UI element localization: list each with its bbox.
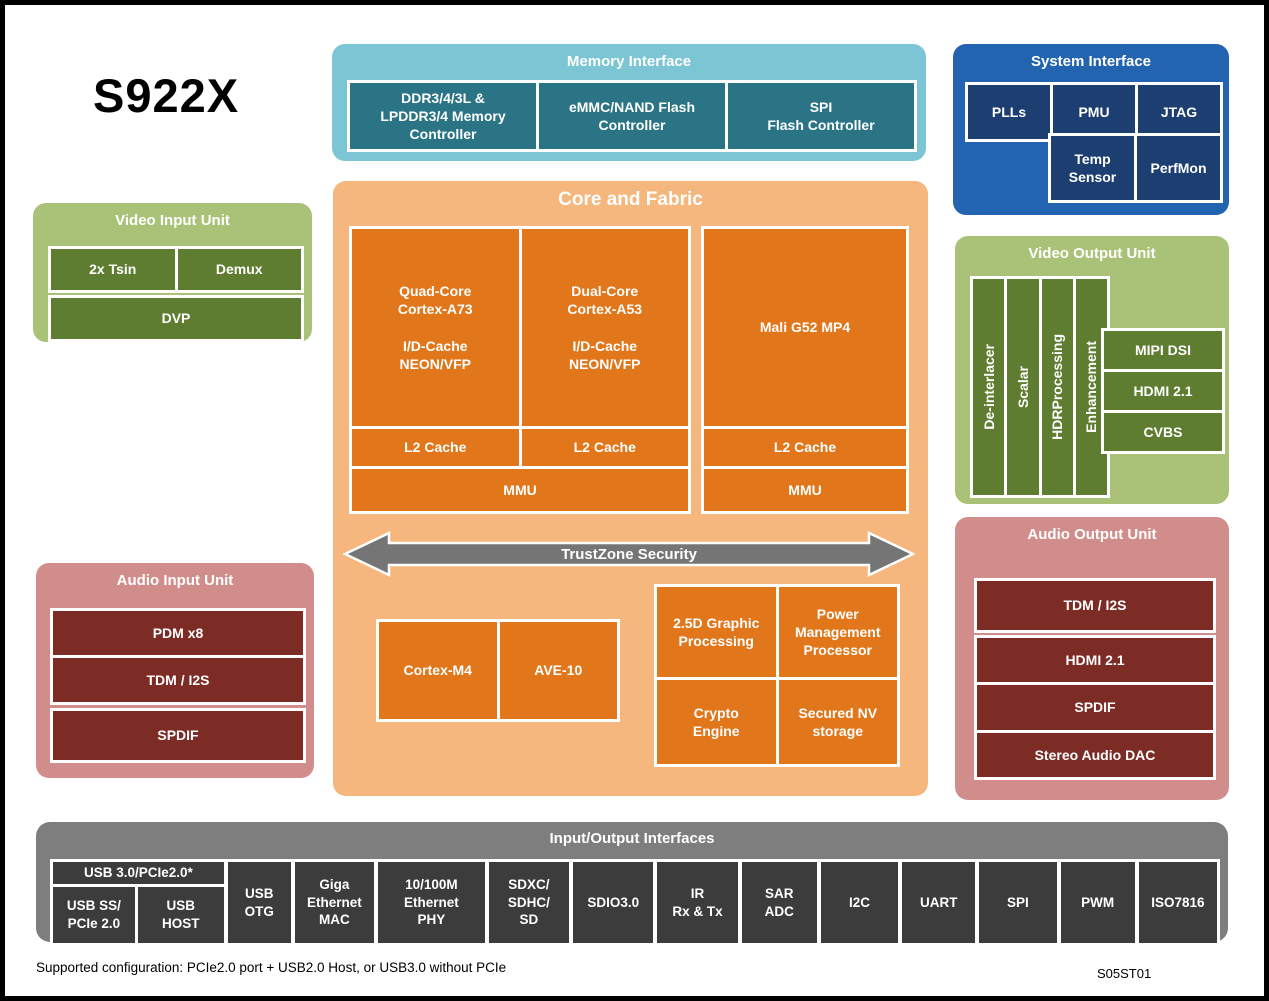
block-gpu-l2-cache: L2 Cache bbox=[704, 429, 906, 466]
block-usb-host: USB HOST bbox=[137, 887, 224, 943]
hdr-processing-label: HDRProcessing bbox=[1049, 334, 1066, 440]
block-crypto-engine: Crypto Engine bbox=[657, 680, 776, 764]
block-spi-flash-controller: SPI Flash Controller bbox=[728, 83, 914, 149]
trustzone-security-bus: TrustZone Security bbox=[343, 531, 915, 577]
block-ethernet-phy: 10/100M Ethernet PHY bbox=[378, 862, 485, 943]
core-and-fabric-title: Core and Fabric bbox=[558, 189, 703, 210]
block-cpu-mmu: MMU bbox=[352, 469, 688, 511]
de-interlacer-label: De-interlacer bbox=[980, 344, 997, 430]
io-interfaces-unit: Input/Output Interfaces USB 3.0/PCIe2.0*… bbox=[36, 822, 1228, 946]
block-dvp: DVP bbox=[51, 298, 301, 339]
system-row2-group: Temp Sensor PerfMon bbox=[1048, 133, 1223, 203]
coprocessor-group: Cortex-M4 AVE-10 bbox=[376, 619, 620, 722]
dvp-group: DVP bbox=[48, 295, 304, 342]
block-stereo-audio-dac: Stereo Audio DAC bbox=[977, 732, 1213, 777]
block-pmu: PMU bbox=[1053, 85, 1135, 139]
block-ave-10: AVE-10 bbox=[499, 622, 617, 719]
block-usb-ss-pcie2: USB SS/ PCIe 2.0 bbox=[53, 887, 135, 943]
block-i2c: I2C bbox=[820, 862, 899, 943]
block-de-interlacer: De-interlacer bbox=[973, 279, 1005, 495]
audio-input-group: PDM x8 TDM / I2S bbox=[50, 608, 306, 705]
audio-output-title: Audio Output Unit bbox=[1027, 526, 1157, 543]
video-input-unit: Video Input Unit 2x Tsin Demux DVP bbox=[33, 203, 312, 342]
block-hdmi-2-1-audio: HDMI 2.1 bbox=[977, 638, 1213, 683]
core-and-fabric-unit: Core and Fabric Quad-Core Cortex-A73 I/D… bbox=[333, 181, 928, 796]
block-ddr-memory-controller: DDR3/4/3L & LPDDR3/4 Memory Controller bbox=[350, 83, 536, 149]
block-demux: Demux bbox=[177, 249, 301, 290]
block-2x-tsin: 2x Tsin bbox=[51, 249, 175, 290]
system-row1-group: PLLs PMU JTAG bbox=[965, 82, 1223, 142]
tdm-out-group: TDM / I2S bbox=[974, 578, 1216, 633]
block-cvbs: CVBS bbox=[1104, 413, 1222, 451]
block-hdr-processing: HDRProcessing bbox=[1041, 279, 1073, 495]
block-pwm: PWM bbox=[1060, 862, 1135, 943]
audio-output-unit: Audio Output Unit TDM / I2S HDMI 2.1 SPD… bbox=[955, 517, 1229, 800]
block-a73-l2-cache: L2 Cache bbox=[352, 429, 519, 466]
system-interface-title: System Interface bbox=[1030, 53, 1152, 70]
block-sar-adc: SAR ADC bbox=[741, 862, 817, 943]
block-cortex-a73-cluster: Quad-Core Cortex-A73 I/D-Cache NEON/VFP bbox=[352, 229, 519, 426]
block-uart: UART bbox=[902, 862, 976, 943]
block-tdm-i2s-out: TDM / I2S bbox=[977, 581, 1213, 630]
block-spi: SPI bbox=[979, 862, 1057, 943]
audio-input-title: Audio Input Unit bbox=[116, 572, 234, 589]
audio-output-group: HDMI 2.1 SPDIF Stereo Audio DAC bbox=[974, 635, 1216, 780]
security-group: 2.5D Graphic Processing Power Management… bbox=[654, 584, 900, 767]
spdif-in-group: SPDIF bbox=[50, 708, 306, 763]
video-input-title: Video Input Unit bbox=[115, 212, 230, 229]
video-pipeline-group: De-interlacer Scalar HDRProcessing Enhan… bbox=[970, 276, 1110, 498]
block-cortex-a53-cluster: Dual-Core Cortex-A53 I/D-Cache NEON/VFP bbox=[521, 229, 688, 426]
memory-interface-title: Memory Interface bbox=[566, 53, 692, 70]
block-2-5d-graphic-processing: 2.5D Graphic Processing bbox=[657, 587, 776, 677]
block-secured-nv-storage: Secured NV storage bbox=[778, 680, 897, 764]
block-plls: PLLs bbox=[968, 85, 1050, 139]
video-output-unit: Video Output Unit De-interlacer Scalar H… bbox=[955, 236, 1229, 504]
block-power-management-processor: Power Management Processor bbox=[778, 587, 897, 677]
video-output-title: Video Output Unit bbox=[1028, 245, 1156, 262]
video-input-row-group: 2x Tsin Demux bbox=[48, 246, 304, 293]
usb-pcie-group: USB 3.0/PCIe2.0* USB SS/ PCIe 2.0 USB HO… bbox=[53, 862, 224, 943]
block-emmc-nand-flash-controller: eMMC/NAND Flash Controller bbox=[539, 83, 725, 149]
supported-configuration-note: Supported configuration: PCIe2.0 port + … bbox=[36, 960, 507, 975]
block-spdif-out: SPDIF bbox=[977, 685, 1213, 730]
block-a53-l2-cache: L2 Cache bbox=[521, 429, 688, 466]
system-interface-unit: System Interface PLLs PMU JTAG Temp Sens… bbox=[953, 44, 1229, 215]
block-cortex-m4: Cortex-M4 bbox=[379, 622, 497, 719]
memory-interface-unit: Memory Interface DDR3/4/3L & LPDDR3/4 Me… bbox=[332, 44, 926, 161]
block-sdxc-sdhc-sd: SDXC/ SDHC/ SD bbox=[488, 862, 570, 943]
block-sdio3: SDIO3.0 bbox=[573, 862, 654, 943]
scalar-label: Scalar bbox=[1014, 365, 1031, 409]
enhancement-label: Enhancement bbox=[1083, 341, 1100, 433]
block-temp-sensor: Temp Sensor bbox=[1051, 136, 1134, 200]
block-ir-rx-tx: IR Rx & Tx bbox=[657, 862, 738, 943]
block-spdif-in: SPDIF bbox=[53, 711, 303, 760]
memory-box-group: DDR3/4/3L & LPDDR3/4 Memory Controller e… bbox=[347, 80, 917, 152]
block-tdm-i2s-in: TDM / I2S bbox=[53, 658, 303, 702]
block-iso7816: ISO7816 bbox=[1138, 862, 1218, 943]
audio-input-unit: Audio Input Unit PDM x8 TDM / I2S SPDIF bbox=[36, 563, 314, 778]
double-arrow-icon bbox=[343, 531, 915, 577]
block-pdm-x8: PDM x8 bbox=[53, 611, 303, 655]
block-giga-ethernet-mac: Giga Ethernet MAC bbox=[294, 862, 375, 943]
video-outputs-group: MIPI DSI HDMI 2.1 CVBS bbox=[1101, 328, 1225, 454]
io-box-strip: USB 3.0/PCIe2.0* USB SS/ PCIe 2.0 USB HO… bbox=[50, 859, 1220, 946]
trustzone-security-label: TrustZone Security bbox=[561, 545, 697, 563]
block-usb3-pcie2-header: USB 3.0/PCIe2.0* bbox=[53, 862, 224, 884]
block-mali-g52-mp4: Mali G52 MP4 bbox=[704, 229, 906, 426]
document-code: S05ST01 bbox=[1097, 966, 1152, 981]
io-interfaces-title: Input/Output Interfaces bbox=[549, 830, 715, 847]
block-usb-otg: USB OTG bbox=[227, 862, 291, 943]
block-mipi-dsi: MIPI DSI bbox=[1104, 331, 1222, 369]
block-gpu-mmu: MMU bbox=[704, 469, 906, 511]
gpu-group: Mali G52 MP4 L2 Cache MMU bbox=[701, 226, 909, 514]
chip-title: S922X bbox=[93, 69, 240, 122]
cpu-cluster-group: Quad-Core Cortex-A73 I/D-Cache NEON/VFP … bbox=[349, 226, 691, 514]
block-perfmon: PerfMon bbox=[1137, 136, 1220, 200]
usb-subrow: USB SS/ PCIe 2.0 USB HOST bbox=[53, 887, 224, 943]
block-hdmi-2-1-video: HDMI 2.1 bbox=[1104, 372, 1222, 410]
block-scalar: Scalar bbox=[1007, 279, 1039, 495]
block-jtag: JTAG bbox=[1138, 85, 1220, 139]
